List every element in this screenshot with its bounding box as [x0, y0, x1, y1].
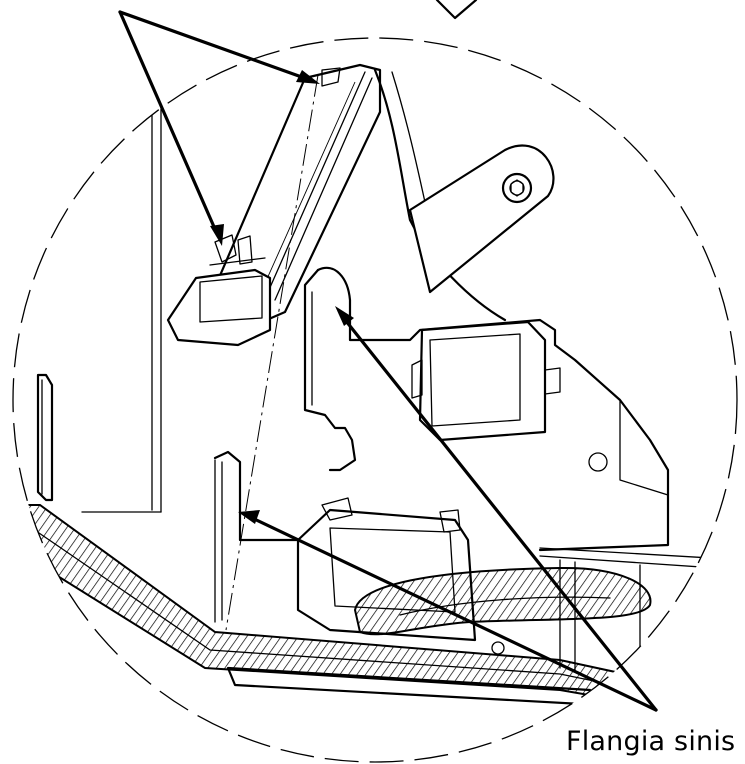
- view-marker: [435, 0, 478, 20]
- flange-callout-label: Flangia sinis: [566, 726, 736, 757]
- left-panel: [81, 94, 162, 513]
- center-line: [225, 74, 319, 631]
- flange-callout-arrows: [238, 306, 658, 712]
- detail-circle: [12, 37, 738, 763]
- upper-latch-bracket: [166, 63, 382, 347]
- connector-block: [411, 320, 561, 442]
- pivot-plate-with-bolt: [408, 144, 555, 294]
- top-callout-arrows: [118, 10, 320, 246]
- left-flange: [36, 373, 54, 502]
- base-plate: [303, 266, 670, 552]
- looped-cable: [353, 566, 652, 655]
